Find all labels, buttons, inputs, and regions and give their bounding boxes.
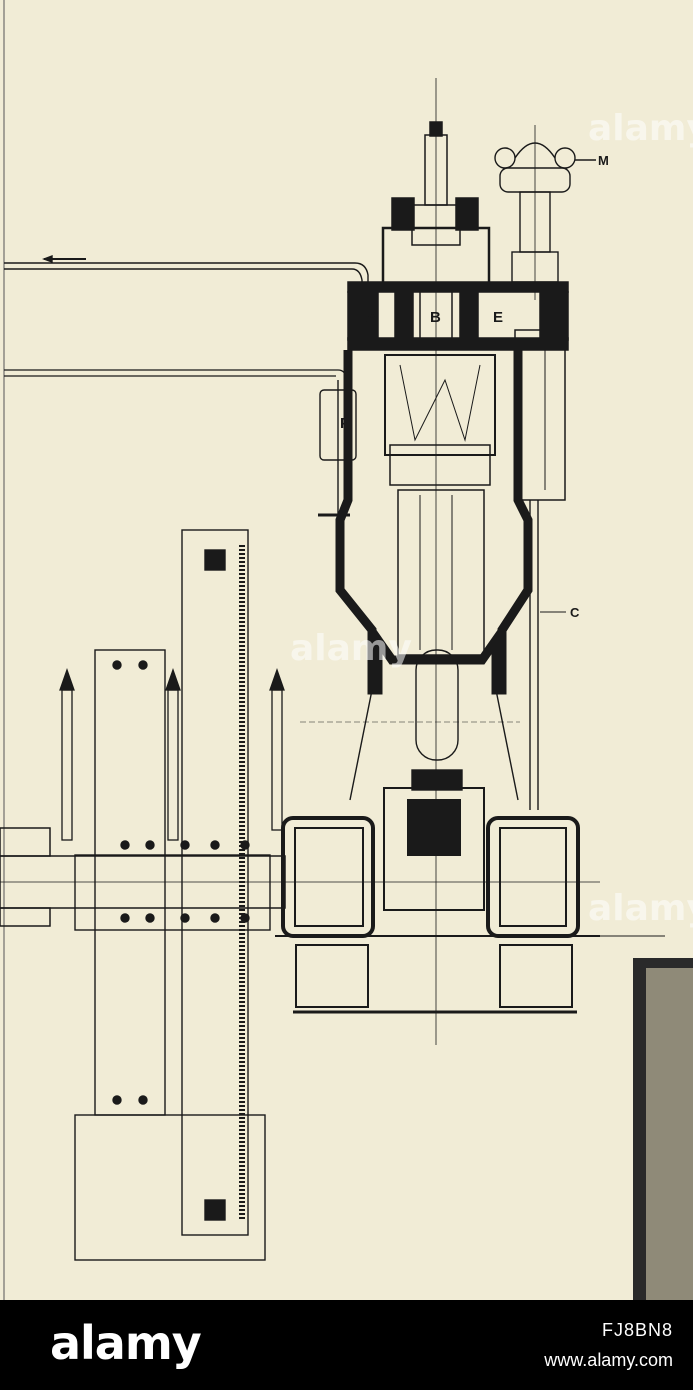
cylinder-head bbox=[347, 78, 569, 1045]
label-b: B bbox=[430, 309, 441, 326]
connecting-rod bbox=[300, 500, 539, 810]
label-c: C bbox=[570, 605, 580, 620]
alamy-logo: alamy bbox=[50, 1316, 202, 1370]
label-m: M bbox=[598, 153, 609, 168]
foundation-strip bbox=[633, 958, 693, 1300]
label-a: A bbox=[366, 309, 377, 326]
watermark-center: alamy bbox=[290, 628, 412, 669]
cylinder-body bbox=[335, 329, 566, 695]
footer-bar bbox=[0, 1300, 693, 1390]
crankcase bbox=[275, 787, 665, 1014]
image-id: FJ8BN8 bbox=[601, 1320, 673, 1340]
engine-drawing-plate: A B E P M C alamy alamy alamy bbox=[0, 0, 693, 1300]
exhaust-pipe bbox=[4, 254, 369, 290]
flywheel-assembly bbox=[74, 529, 271, 1261]
watermark-right: alamy bbox=[588, 888, 693, 929]
lubricator-columns bbox=[59, 668, 285, 841]
label-e: E bbox=[493, 309, 503, 326]
fuel-pump bbox=[318, 380, 357, 520]
governor bbox=[494, 125, 596, 300]
air-pipe bbox=[4, 369, 347, 381]
crankshaft bbox=[0, 827, 600, 927]
site-url: www.alamy.com bbox=[544, 1350, 673, 1370]
engine-section-drawing: A B E P M C alamy alamy alamy bbox=[0, 0, 693, 1300]
watermark-top: alamy bbox=[588, 108, 693, 149]
label-p: P bbox=[340, 415, 350, 432]
